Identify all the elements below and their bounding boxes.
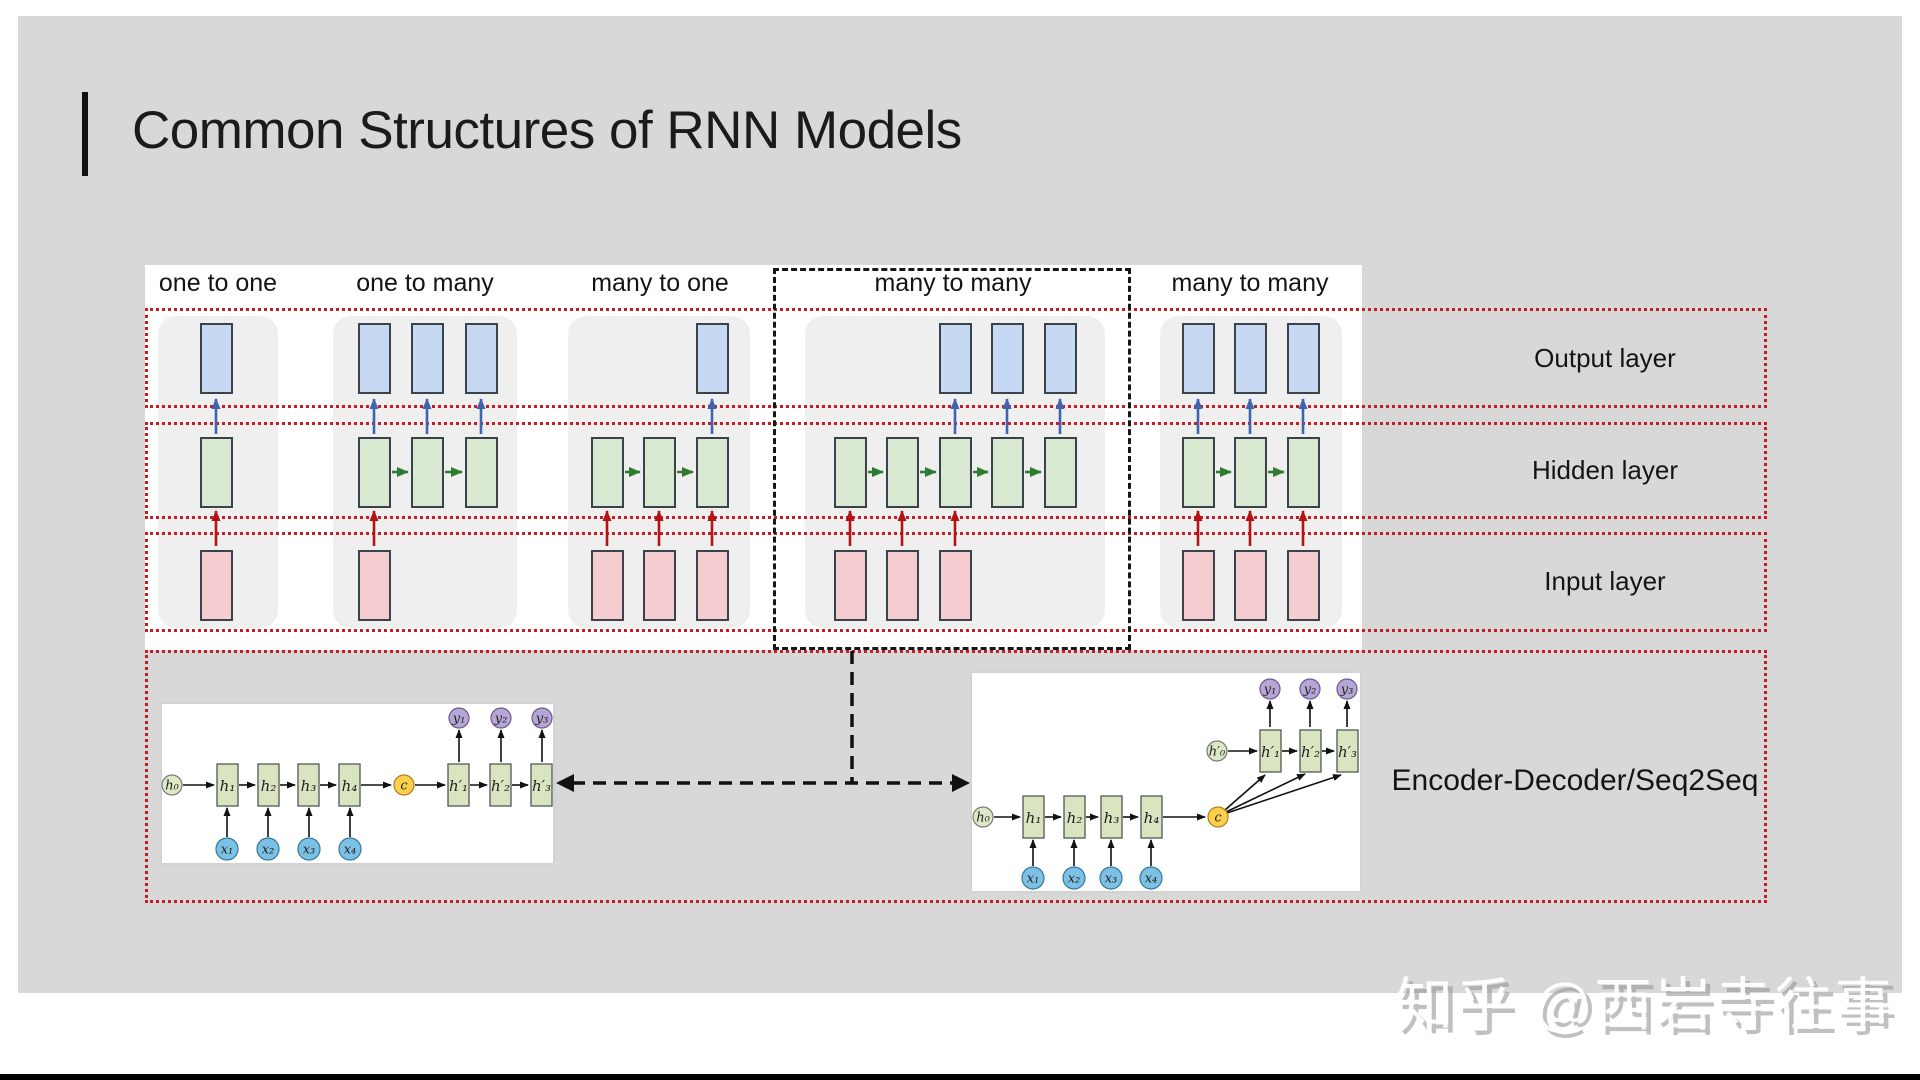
rnn-cell-output [465,323,498,394]
seq2seq-band [145,650,1767,903]
rnn-cell-hidden [1044,437,1077,508]
rnn-cell-hidden [696,437,729,508]
rnn-cell-hidden [939,437,972,508]
rnn-cell-hidden [991,437,1024,508]
rnn-cell-input [834,550,867,621]
rnn-cell-input [1234,550,1267,621]
rnn-cell-output [358,323,391,394]
column-label: many to many [1171,269,1329,297]
rnn-cell-hidden [886,437,919,508]
rnn-cell-output [1182,323,1215,394]
rnn-cell-output [1044,323,1077,394]
input-layer-label: Input layer [1544,566,1666,596]
title-accent-bar [82,92,88,176]
rnn-cell-input [200,550,233,621]
bottom-black-bar [0,1074,1920,1080]
column-label: many to one [591,269,729,297]
rnn-cell-input [1182,550,1215,621]
rnn-cell-output [200,323,233,394]
rnn-cell-input [1287,550,1320,621]
rnn-cell-input [939,550,972,621]
rnn-cell-hidden [591,437,624,508]
column-label: one to many [356,269,494,297]
rnn-cell-output [1287,323,1320,394]
rnn-cell-hidden [1182,437,1215,508]
many-to-many-highlight-box [773,268,1131,650]
rnn-cell-hidden [1234,437,1267,508]
column-label: one to one [158,269,278,297]
rnn-cell-hidden [200,437,233,508]
column-label: many to many [874,269,1032,297]
rnn-cell-hidden [834,437,867,508]
rnn-cell-input [591,550,624,621]
rnn-cell-input [358,550,391,621]
seq2seq-label: Encoder-Decoder/Seq2Seq [1391,764,1759,797]
rnn-cell-hidden [411,437,444,508]
watermark: 知乎 @西岩寺往事 [1395,973,1894,1038]
rnn-cell-output [411,323,444,394]
encoder-decoder-panel-right [972,673,1360,891]
rnn-cell-output [696,323,729,394]
hidden-layer-label: Hidden layer [1532,455,1678,485]
rnn-cell-output [991,323,1024,394]
encoder-decoder-panel-left [162,704,553,863]
rnn-cell-hidden [465,437,498,508]
rnn-cell-input [696,550,729,621]
output-layer-label: Output layer [1534,343,1676,373]
rnn-cell-output [939,323,972,394]
rnn-cell-hidden [643,437,676,508]
rnn-cell-hidden [358,437,391,508]
rnn-cell-input [886,550,919,621]
rnn-cell-hidden [1287,437,1320,508]
rnn-cell-input [643,550,676,621]
page-title: Common Structures of RNN Models [132,101,962,160]
rnn-cell-output [1234,323,1267,394]
